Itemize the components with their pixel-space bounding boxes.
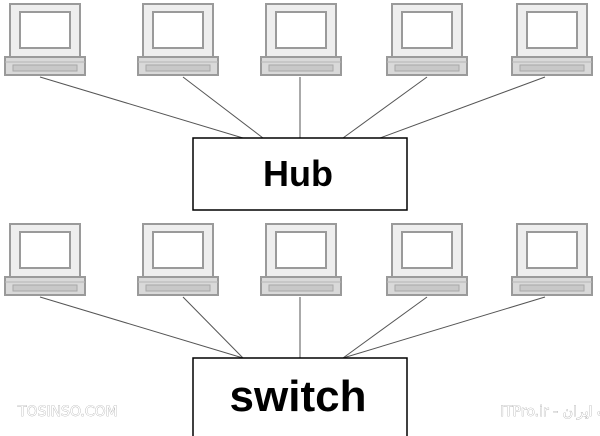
watermark-right: وب سایت تخصصی فناوری اطلاعات ایران - ITP… bbox=[500, 404, 600, 420]
hub-label: Hub bbox=[263, 153, 333, 194]
watermark-left: TOSINSO.COM bbox=[17, 404, 118, 420]
bottom-computer-4 bbox=[386, 223, 468, 296]
hub-links bbox=[39, 76, 546, 139]
top-computer-1 bbox=[4, 3, 86, 76]
top-computer-4 bbox=[386, 3, 468, 76]
bottom-computer-5 bbox=[511, 223, 593, 296]
top-computer-3 bbox=[260, 3, 342, 76]
top-computer-2 bbox=[137, 3, 219, 76]
switch-label: switch bbox=[230, 372, 367, 421]
switch-device: switch bbox=[192, 357, 408, 436]
bottom-computer-2 bbox=[137, 223, 219, 296]
top-computer-5 bbox=[511, 3, 593, 76]
switch-links bbox=[39, 296, 546, 359]
bottom-computer-1 bbox=[4, 223, 86, 296]
bottom-computer-3 bbox=[260, 223, 342, 296]
hub-device: Hub bbox=[192, 137, 408, 211]
